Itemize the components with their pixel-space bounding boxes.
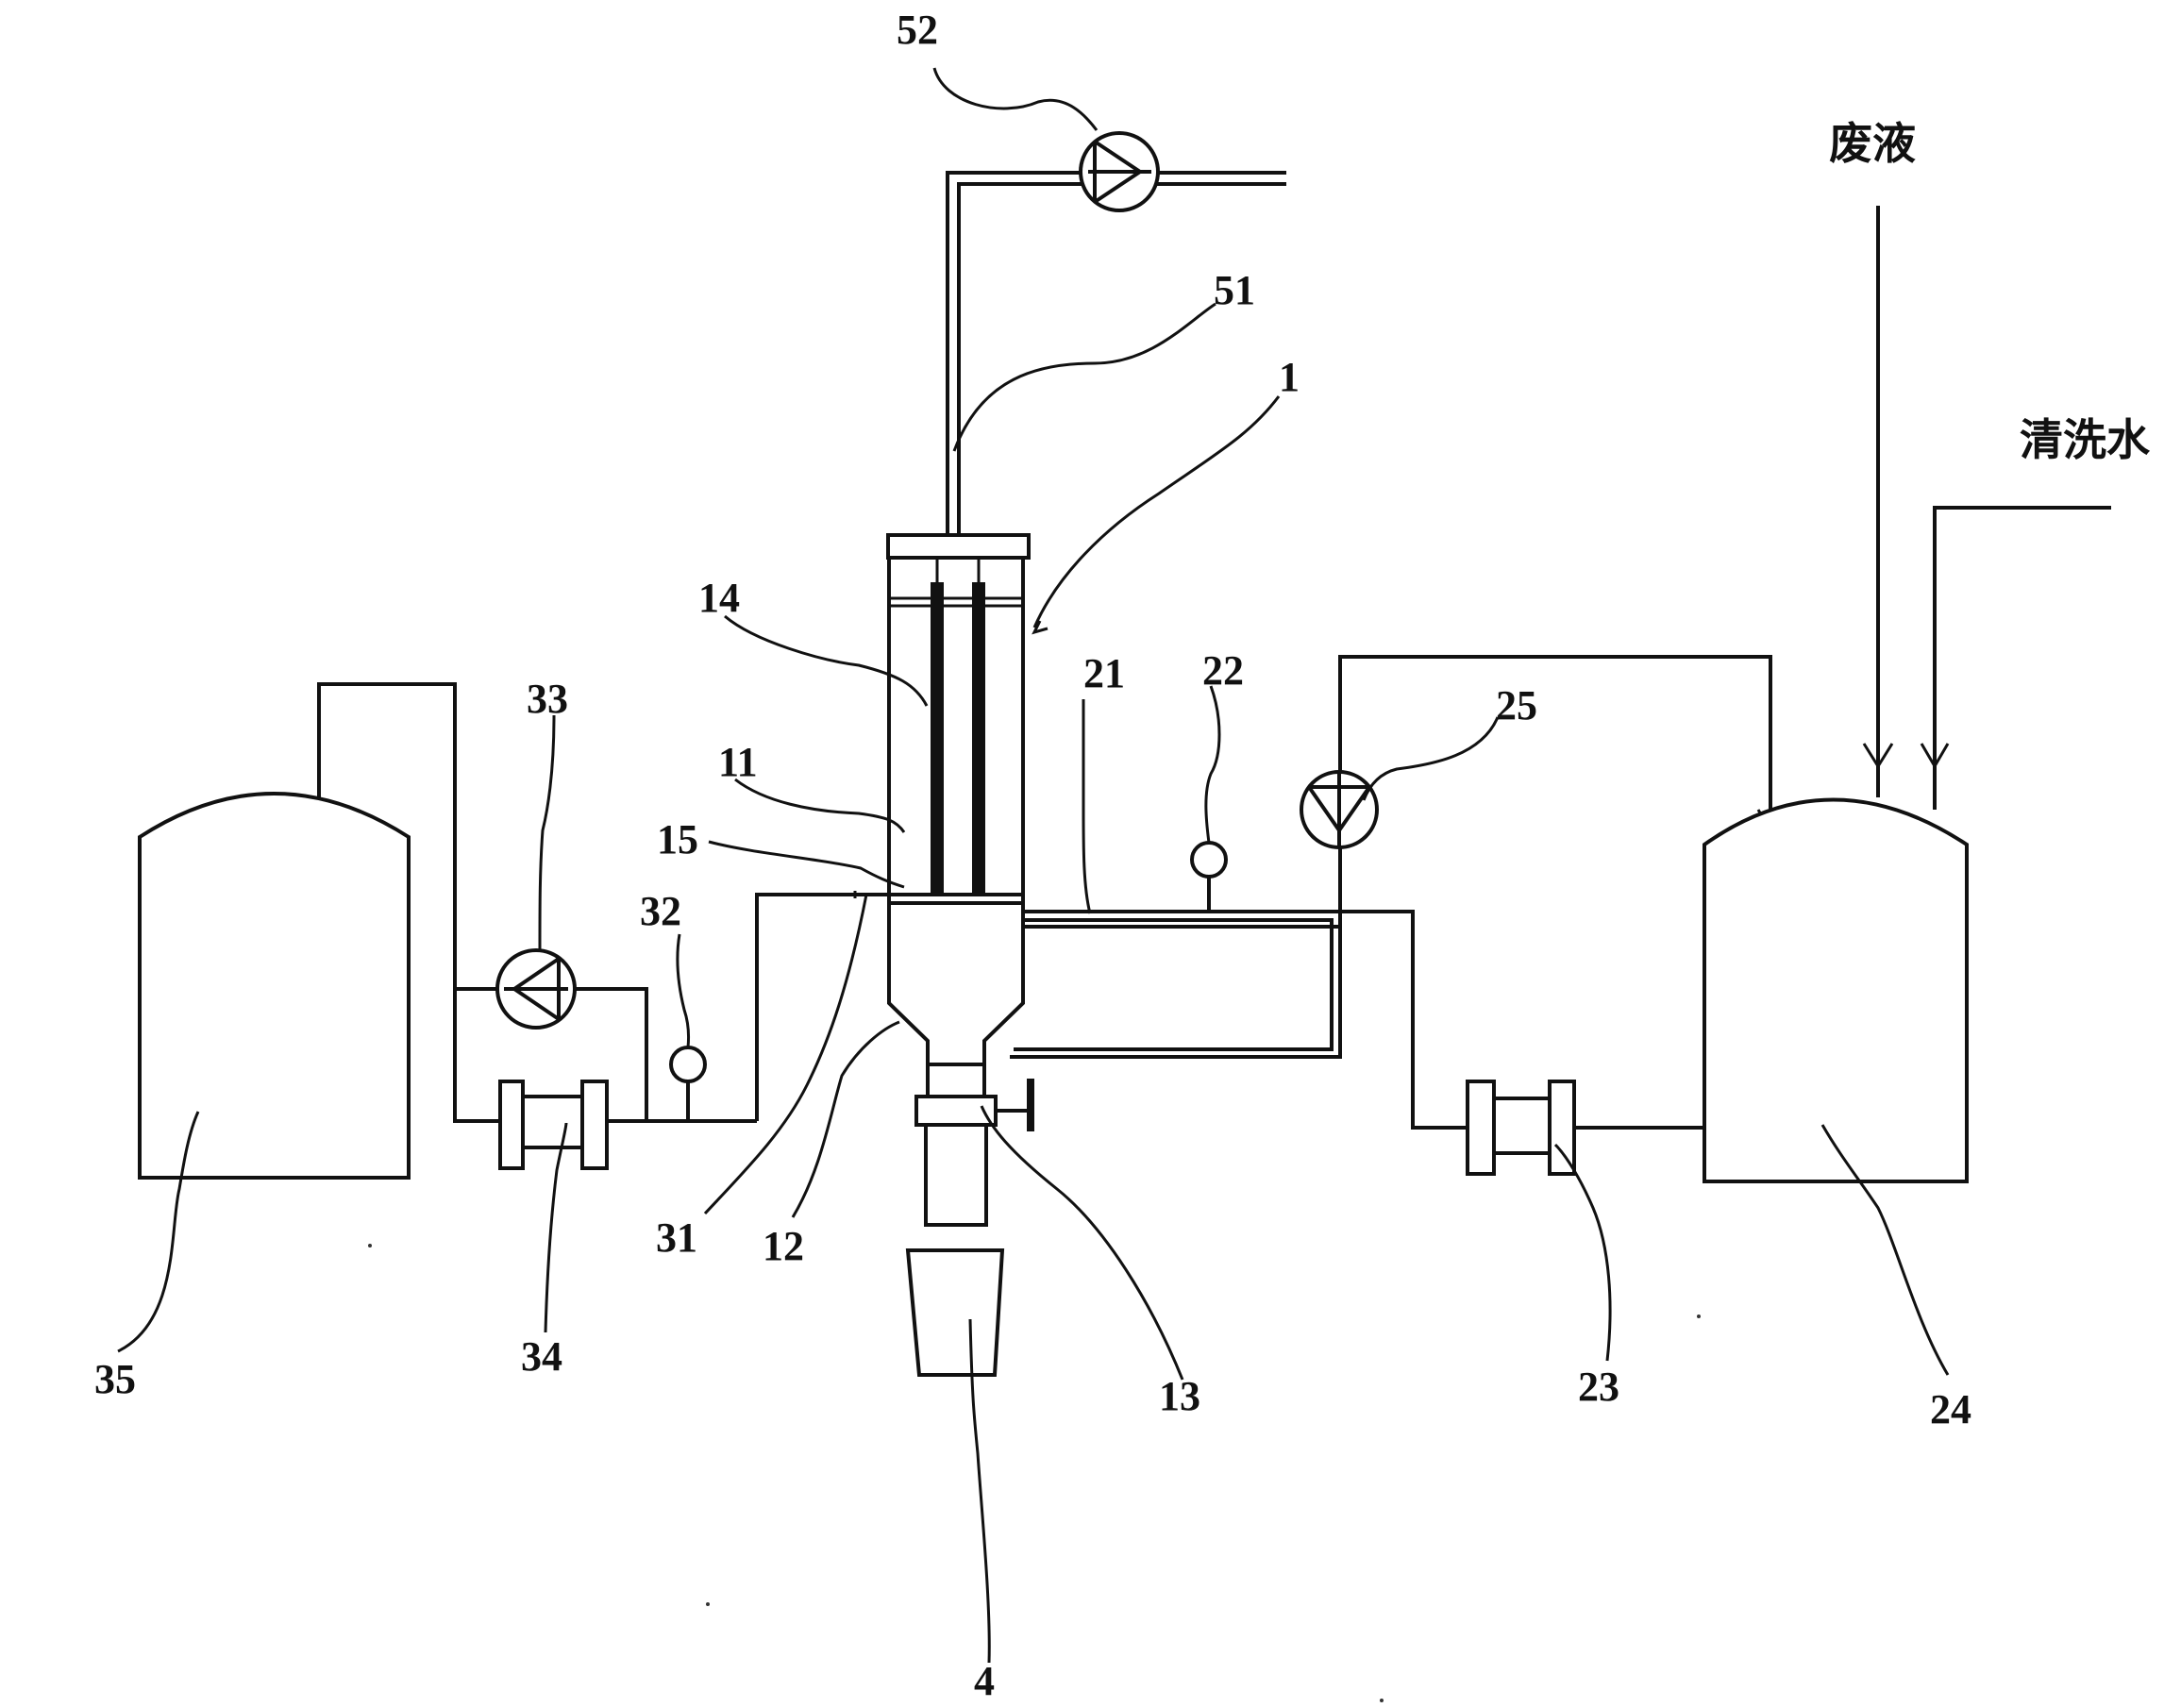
- label-32: 32: [640, 888, 681, 934]
- top-exhaust-pipe: [946, 171, 1286, 552]
- valve-33-icon: [495, 948, 577, 1030]
- label-11: 11: [718, 739, 758, 785]
- callout-labels: 52 51 1 14 11 15 21 22 25 33 32 31 12 13…: [94, 7, 1971, 1704]
- discharge-valve-13: [914, 1063, 1034, 1227]
- pump-23: [1466, 1080, 1704, 1176]
- label-4: 4: [974, 1658, 995, 1704]
- cleaning-water-label: 清洗水: [2020, 414, 2151, 465]
- left-loop-pipe: [305, 682, 757, 1123]
- left-inlet-pipe-31: [755, 891, 889, 1121]
- label-23: 23: [1578, 1364, 1619, 1410]
- label-31: 31: [656, 1214, 697, 1261]
- label-13: 13: [1159, 1373, 1200, 1419]
- scan-specks: [368, 1244, 1701, 1702]
- label-52: 52: [897, 7, 938, 53]
- valve-52-icon: [1079, 131, 1160, 212]
- tank-35: [138, 792, 411, 1180]
- valve-25-icon: [1300, 770, 1379, 849]
- waste-liquid-inlet: [1862, 206, 1894, 797]
- label-25: 25: [1496, 682, 1537, 728]
- label-51: 51: [1214, 267, 1255, 313]
- reactor-1: [886, 533, 1031, 905]
- label-34: 34: [521, 1333, 562, 1380]
- label-35: 35: [94, 1356, 136, 1402]
- label-14: 14: [698, 575, 740, 621]
- gauge-22-icon: [1190, 841, 1228, 912]
- label-33: 33: [527, 676, 568, 722]
- pipe-21: [1010, 910, 1468, 1130]
- electrode-14: [931, 557, 985, 895]
- label-1: 1: [1279, 354, 1300, 400]
- collector-4: [905, 1248, 1005, 1377]
- cleaning-water-inlet: [1920, 506, 2111, 810]
- label-15: 15: [657, 816, 698, 862]
- pump-34: [498, 1080, 609, 1170]
- leader-lines: [117, 67, 1950, 1664]
- gauge-32-icon: [669, 1046, 707, 1121]
- label-21: 21: [1083, 650, 1125, 696]
- label-12: 12: [763, 1223, 804, 1269]
- waste-liquid-label: 废液: [1829, 118, 1916, 169]
- label-24: 24: [1930, 1386, 1971, 1432]
- tank-24: [1703, 797, 1969, 1183]
- label-22: 22: [1202, 647, 1244, 694]
- settling-cone-12: [887, 903, 1025, 1064]
